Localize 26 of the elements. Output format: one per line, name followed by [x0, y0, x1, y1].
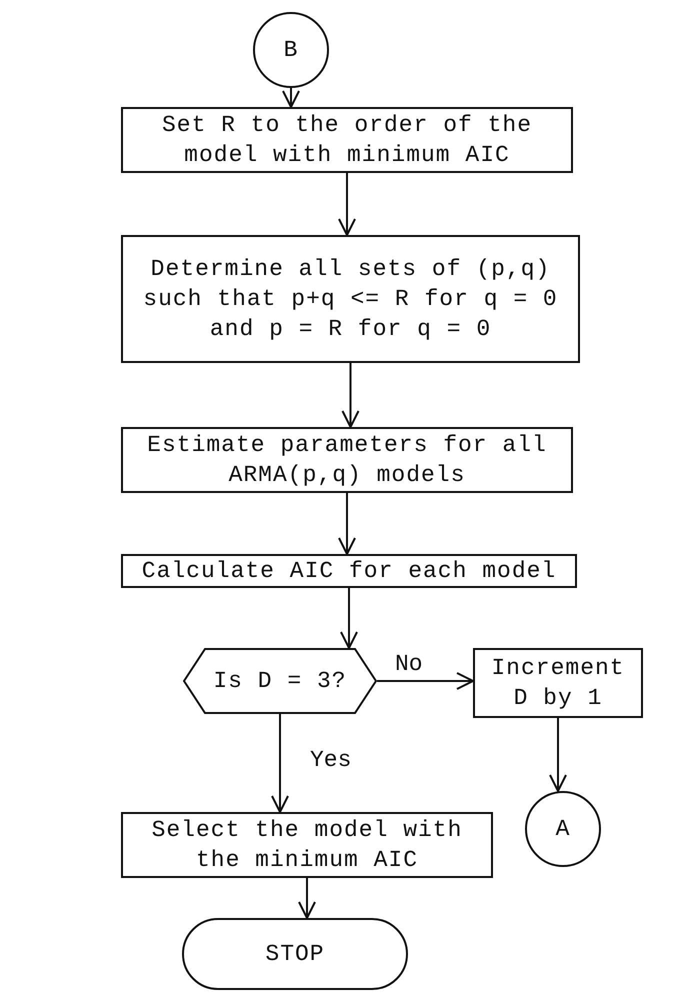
decision-hexagon [183, 648, 377, 714]
process-box [121, 812, 493, 878]
process-box [473, 648, 643, 718]
arrow [377, 672, 474, 690]
node-text: Is D = 3? [212, 667, 348, 696]
process-box [121, 235, 580, 363]
arrow [338, 493, 356, 555]
process-box [121, 554, 577, 588]
arrow [298, 878, 316, 919]
node-text: Estimate parameters for all ARMA(p,q) models [146, 431, 548, 490]
node-text: B [282, 36, 300, 65]
process-box [121, 107, 573, 173]
node-text: STOP [264, 940, 326, 969]
node-text: Set R to the order of the model with minimum AIC [160, 111, 534, 170]
node-text: Calculate AIC for each model [140, 557, 558, 586]
node-text: Select the model with the minimum AIC [150, 816, 464, 875]
node-text: Determine all sets of (p,q) such that p+q <= R for q = 0 and p = R for q = 0 [142, 255, 559, 344]
arrow [338, 173, 356, 236]
arrow [340, 588, 358, 649]
arrow [549, 718, 567, 792]
process-box [121, 427, 573, 493]
arrow [282, 88, 300, 108]
arrow [342, 363, 360, 428]
node-text: Increment D by 1 [490, 654, 626, 713]
arrow [271, 714, 289, 813]
node-text: A [554, 815, 572, 844]
